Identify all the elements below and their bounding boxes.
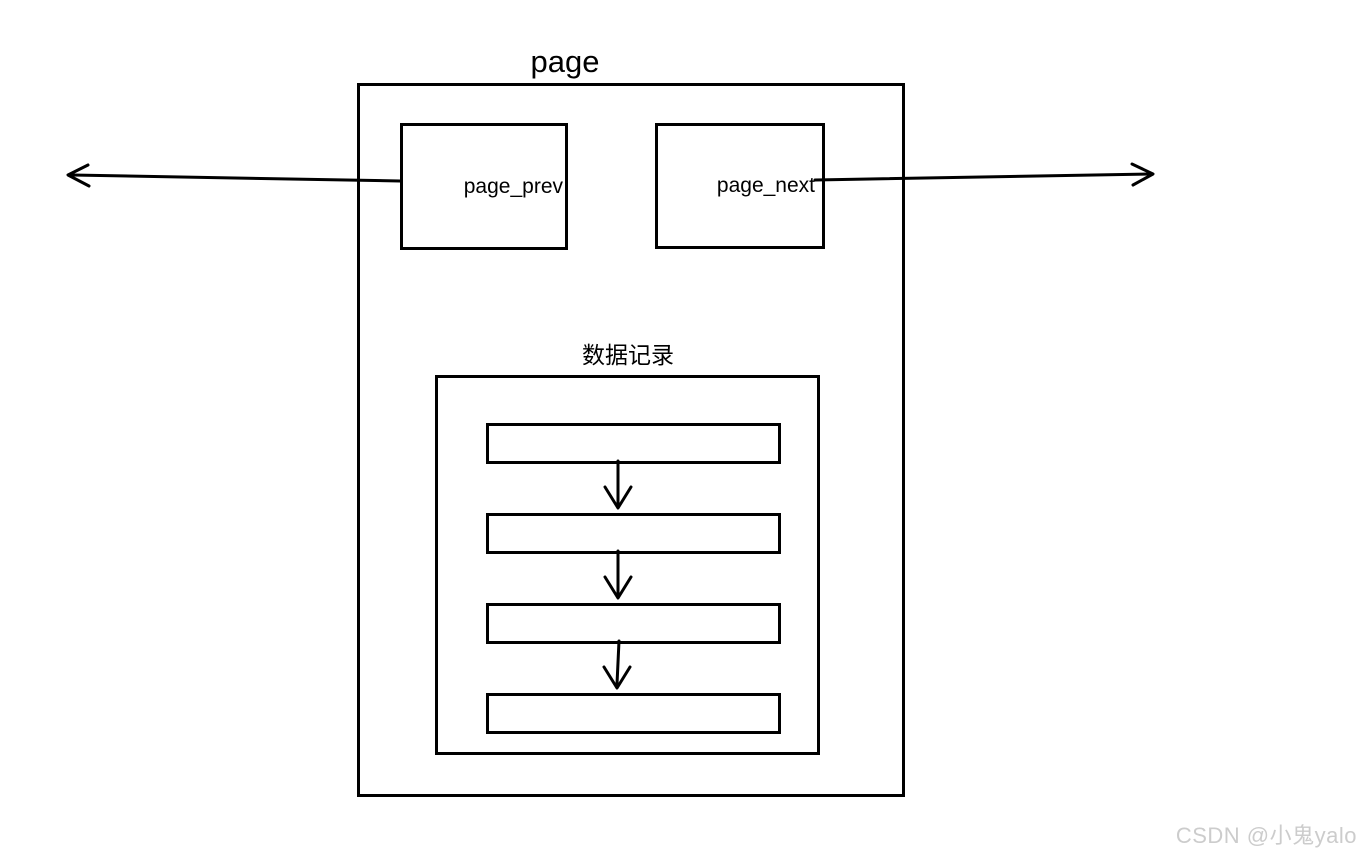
watermark: CSDN @小鬼yalo: [1175, 823, 1357, 848]
record-item: [486, 513, 781, 554]
page-next-box: page_next: [655, 123, 825, 249]
page-box: [357, 83, 905, 797]
page-next-label: page_next: [716, 174, 815, 197]
page-prev-label: page_prev: [463, 174, 563, 198]
records-box: [435, 375, 820, 755]
page-prev-box: page_prev: [400, 123, 568, 250]
record-item: [486, 603, 781, 644]
page-prev-arrow-left: [66, 163, 402, 188]
page-box-title: page: [530, 44, 600, 79]
record-item: [486, 693, 781, 734]
records-box-title: 数据记录: [582, 342, 674, 368]
record-item: [486, 423, 781, 464]
